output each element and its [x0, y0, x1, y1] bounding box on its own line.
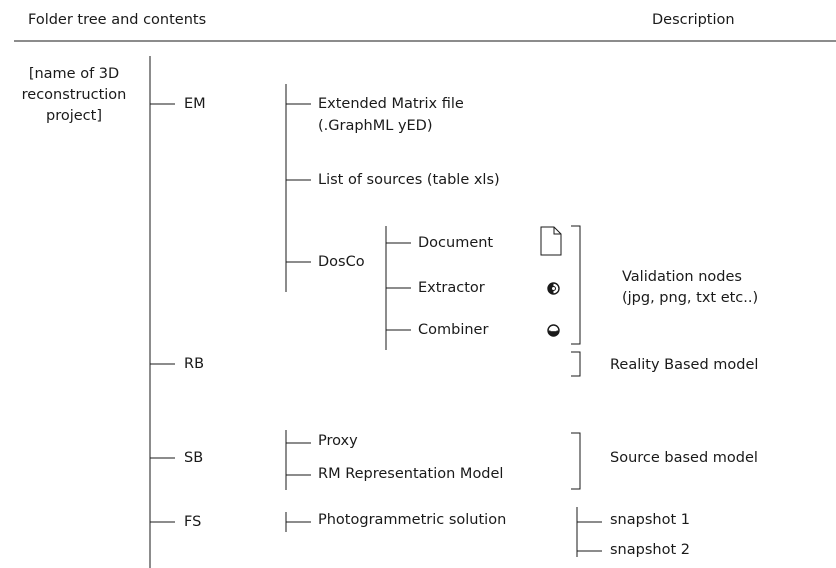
header-right: Description — [652, 12, 735, 28]
em-matrix-line1: Extended Matrix file — [318, 96, 464, 112]
header-left: Folder tree and contents — [28, 12, 207, 28]
validation-desc-line1: Validation nodes — [622, 269, 742, 285]
root-line: project] — [46, 108, 102, 124]
sb-rm: RM Representation Model — [318, 466, 504, 482]
root-line: reconstruction — [21, 87, 127, 103]
dosco-document: Document — [418, 235, 494, 251]
fs-photogrammetric: Photogrammetric solution — [318, 512, 507, 528]
sb-description: Source based model — [610, 450, 758, 466]
folder-sb: SB — [184, 450, 204, 466]
fs-snapshot-2: snapshot 2 — [610, 542, 690, 558]
sb-proxy: Proxy — [318, 433, 358, 449]
folder-fs: FS — [184, 514, 202, 530]
dosco-extractor: Extractor — [418, 280, 485, 296]
fs-snapshot-1: snapshot 1 — [610, 512, 690, 528]
root-line: [name of 3D — [28, 66, 120, 82]
em-matrix-line2: (.GraphML yED) — [318, 118, 433, 134]
em-sources: List of sources (table xls) — [318, 172, 500, 188]
folder-rb: RB — [184, 356, 205, 372]
document-icon — [540, 226, 562, 256]
sb-bracket — [571, 432, 581, 490]
folder-dosco: DosCo — [318, 254, 365, 270]
folder-em: EM — [184, 96, 206, 112]
validation-desc-line2: (jpg, png, txt etc..) — [622, 290, 759, 306]
rb-description: Reality Based model — [610, 357, 759, 373]
rb-bracket — [571, 351, 581, 377]
extractor-icon — [547, 282, 560, 295]
root-node: [name of 3D reconstruction project] — [4, 64, 144, 127]
dosco-combiner: Combiner — [418, 322, 489, 338]
validation-bracket — [571, 225, 581, 345]
combiner-icon — [547, 324, 560, 337]
